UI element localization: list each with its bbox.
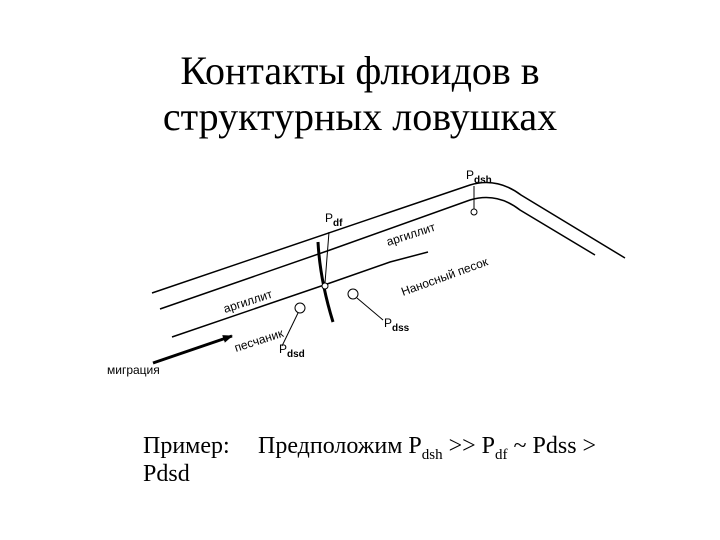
upper-boundary-line bbox=[151, 181, 626, 294]
pdsh-point bbox=[470, 208, 478, 216]
example-label-line-2: Pdsd bbox=[143, 461, 190, 487]
example-text-suffix: ~ Pdss > bbox=[507, 433, 597, 459]
pdf-leader-line bbox=[324, 231, 330, 284]
slide-title: Контакты флюидов в структурных ловушках bbox=[0, 48, 720, 140]
sandstone-label: песчаник bbox=[233, 326, 286, 355]
pdsd-label: Pdsd bbox=[279, 342, 305, 360]
middle-boundary-line bbox=[159, 196, 596, 310]
example-text-mid: >> P bbox=[442, 433, 496, 459]
example-label-line-1: Пример: bbox=[143, 433, 230, 459]
lower-boundary-line bbox=[171, 251, 429, 338]
pdss-point bbox=[347, 288, 359, 300]
migration-label: миграция bbox=[107, 363, 160, 377]
example-text-prefix: Предположим P bbox=[258, 433, 422, 459]
example-sub-dsh: dsh bbox=[421, 446, 443, 463]
pdss-leader-line bbox=[356, 297, 384, 321]
title-line-1: Контакты флюидов в bbox=[180, 48, 540, 93]
migration-arrow bbox=[152, 334, 233, 365]
fault-line bbox=[316, 241, 335, 323]
example-text: Предположим Pdsh >> Pdf ~ Pdss > bbox=[258, 432, 596, 469]
example-label: Пример: Pdsd bbox=[143, 432, 230, 488]
pdsh-label: Pdsh bbox=[466, 168, 492, 186]
argillite-upper-label: аргиллит bbox=[385, 220, 438, 249]
pdf-label: Pdf bbox=[325, 211, 343, 229]
pdss-label: Pdss bbox=[384, 316, 410, 334]
sand-deposit-label: Наносный песок bbox=[399, 254, 490, 299]
pdsd-point bbox=[294, 302, 306, 314]
pdf-point bbox=[321, 282, 329, 290]
example-sub-df: df bbox=[495, 446, 508, 463]
title-line-2: структурных ловушках bbox=[162, 94, 558, 139]
pdsd-leader-line bbox=[281, 312, 299, 347]
